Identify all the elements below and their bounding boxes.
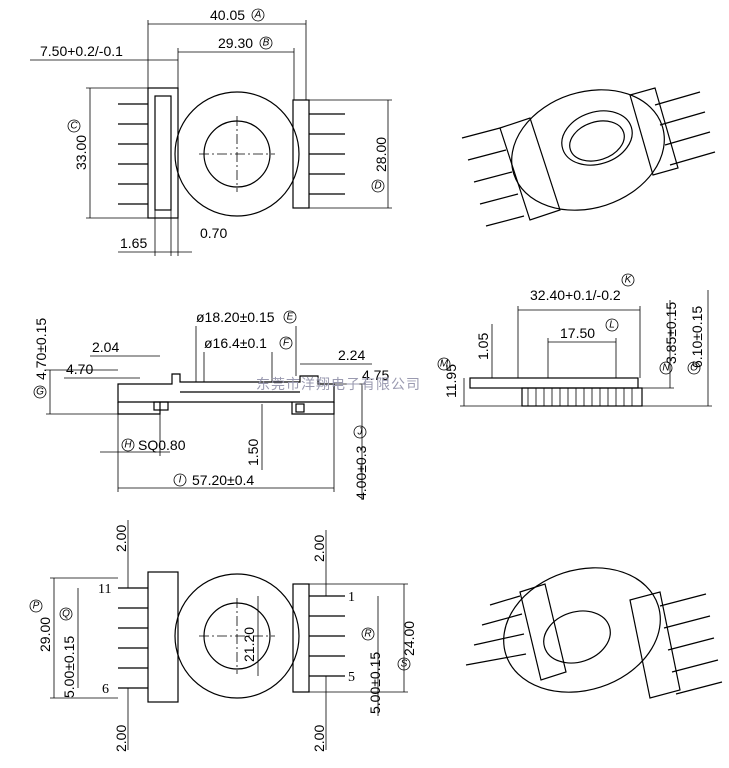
isometric-bottom: [465, 567, 723, 699]
top-view: 40.05 A 29.30 B 7.50+0.2/-0.1 33.00 C 28…: [30, 7, 392, 256]
dim-top-right: 2.00: [311, 535, 327, 562]
tag-i: I: [179, 475, 182, 486]
tag-j: J: [357, 427, 364, 438]
right-pins: [309, 113, 345, 195]
dim-top-left: 2.00: [113, 525, 129, 552]
dim-step-d: 4.75: [362, 367, 389, 383]
left-pins: [118, 103, 148, 205]
tag-k: K: [625, 275, 633, 286]
bobbin-outer-circle: [174, 91, 300, 217]
dim-bot-left: 2.00: [113, 725, 129, 752]
dim-bot-right: 2.00: [311, 725, 327, 752]
dim-mid: 1.50: [245, 439, 261, 466]
tag-a: A: [254, 10, 262, 21]
pin-label-11: 11: [98, 582, 111, 597]
dim-pin-a: 1.65: [120, 235, 147, 251]
dim-right-b: 6.10±0.15: [689, 306, 705, 368]
dim-top: 1.05: [475, 333, 491, 360]
dim-inner-width: 29.30: [218, 35, 253, 51]
dim-height: 33.00: [73, 135, 89, 170]
dim-step-b: 4.70: [66, 361, 93, 377]
end-plate: [469, 377, 639, 389]
tag-e: E: [287, 312, 294, 323]
watermark: 东莞市洋翔电子有限公司: [256, 376, 421, 393]
pin-label-1: 1: [348, 590, 355, 605]
dim-height-right: 28.00: [373, 137, 389, 172]
dim-dia-inner: ø16.4±0.1: [204, 335, 267, 351]
left-flange-inner: [154, 95, 172, 211]
dim-step-c: 2.24: [338, 347, 365, 363]
tag-s: S: [401, 659, 408, 670]
dim-pitch-left: 5.00±0.15: [61, 636, 77, 698]
dim-offset: 7.50+0.2/-0.1: [40, 43, 123, 59]
dim-step-a: 2.04: [92, 339, 119, 355]
dim-dia-outer: ø18.20±0.15: [196, 309, 275, 325]
end-view: 32.40+0.1/-0.2 K 17.50 L 1.05 11.95 M 3.…: [437, 273, 712, 407]
pin-label-5: 5: [348, 670, 355, 685]
dim-core: 17.50: [560, 325, 595, 341]
tag-l: L: [609, 320, 615, 331]
dim-left-height: 4.70±0.15: [33, 318, 49, 380]
dim-right-height: 24.00: [401, 621, 417, 656]
tag-h: H: [124, 440, 132, 451]
bottom-left-flange: [147, 571, 179, 703]
bottom-right-flange: [292, 583, 310, 693]
tag-b: B: [263, 38, 270, 49]
tag-f: F: [283, 338, 290, 349]
tag-n: N: [662, 363, 670, 374]
dim-pin-len: 4.00±0.3: [353, 445, 369, 500]
isometric-top: [461, 87, 716, 227]
dim-pin-b: 0.70: [200, 225, 227, 241]
dim-span: 32.40+0.1/-0.2: [530, 287, 621, 303]
dim-top-width: 40.05: [210, 7, 245, 23]
tag-r: R: [364, 629, 371, 640]
tag-g: G: [36, 387, 44, 398]
tag-p: P: [33, 601, 40, 612]
side-view: ø18.20±0.15 E ø16.4±0.1 F 4.70±0.15 G 2.…: [33, 309, 389, 500]
dim-end-height: 11.95: [443, 364, 459, 398]
tag-o: O: [690, 363, 698, 374]
tag-q: Q: [62, 609, 70, 620]
pin-label-6: 6: [102, 682, 109, 697]
tag-m: M: [440, 359, 449, 370]
dim-bottom-height: 29.00: [37, 617, 53, 652]
left-flange: [147, 87, 179, 219]
dim-center: 21.20: [241, 627, 257, 662]
dim-total: 57.20±0.4: [192, 472, 254, 488]
dim-right-a: 3.85±0.15: [663, 302, 679, 364]
right-flange: [292, 99, 310, 209]
dim-pin-sq: SQ0.80: [138, 437, 186, 453]
tag-d: D: [374, 181, 381, 192]
dim-pitch-right: 5.00±0.15: [367, 652, 383, 714]
bottom-view: 11 6 1 5 2.00 2.00 2.00 2.00 29.00 P 5.0…: [29, 520, 417, 752]
tag-c: C: [70, 121, 78, 132]
